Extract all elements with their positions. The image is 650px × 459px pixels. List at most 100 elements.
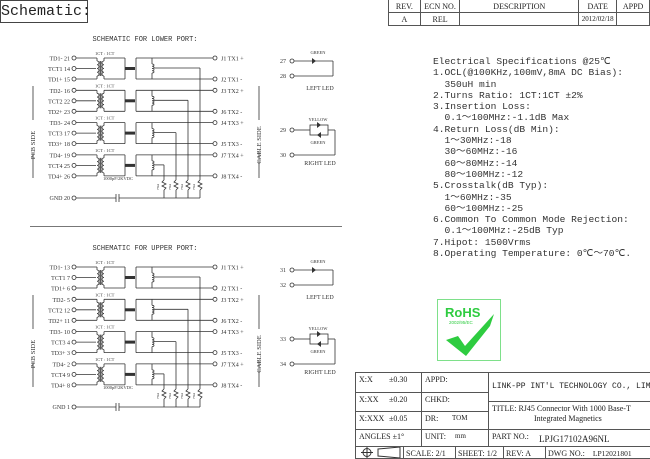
cable-pin-label: J1 TX1 +	[221, 57, 244, 63]
scale-value: 2/1	[435, 449, 446, 458]
unit-label: UNIT:	[425, 432, 446, 441]
led-diode-icon	[312, 267, 316, 273]
pcb-pin-label: TD1- 13	[50, 266, 71, 272]
pcb-side-label: PCB SIDE	[30, 340, 37, 368]
tol-x: X:X	[359, 375, 373, 384]
led-color-label: GREEN	[311, 140, 327, 145]
spec-line: 30～60MHz:-16	[433, 146, 518, 158]
cable-pin-label: J5 TX3 -	[221, 351, 242, 357]
turns-ratio-label: 1CT : 1CT	[95, 148, 115, 153]
pcb-pin-label: TD3- 10	[50, 330, 71, 336]
section-divider	[30, 226, 342, 227]
spec-line: 60～100MHz:-25	[433, 202, 524, 214]
resistor-icon	[197, 179, 203, 191]
pcb-pin-label: TD1+ 6	[51, 287, 70, 293]
spec-line: 7.Hipot: 1500Vrms	[433, 236, 531, 248]
led-pin-label: 31	[280, 268, 286, 274]
center-tap-coil-icon	[151, 369, 155, 380]
spec-line: 1～60MHz:-35	[433, 191, 512, 203]
pin-terminal	[289, 152, 295, 158]
led-color-label: YELLOW	[309, 326, 329, 331]
spec-line: 4.Return Loss(dB Min):	[433, 123, 560, 135]
primary-coil-icon	[96, 366, 100, 383]
turns-ratio-label: 1CT : 1CT	[95, 51, 115, 56]
secondary-coil-icon	[101, 366, 105, 383]
capacitor-label: 1000pF/2KVDC	[103, 385, 133, 390]
led-color-label: GREEN	[311, 50, 327, 55]
pin-terminal	[71, 317, 77, 323]
cable-pin-label: J7 TX4 +	[221, 153, 244, 159]
turns-ratio-label: 1CT : 1CT	[95, 83, 115, 88]
pin-terminal	[71, 120, 77, 125]
pin-terminal	[289, 267, 295, 273]
secondary-coil-icon	[101, 269, 105, 286]
center-tap-coil-icon	[151, 304, 155, 315]
resistor-value: 75Ω	[180, 393, 184, 400]
spec-line: 3.Insertion Loss:	[433, 101, 531, 113]
center-tap-coil-icon	[151, 63, 155, 74]
schematic-title: SCHEMATIC FOR LOWER PORT:	[92, 36, 197, 44]
pin-terminal	[289, 336, 295, 342]
cable-pin-label: J7 TX4 +	[221, 362, 244, 368]
common-mode-choke-icon	[125, 99, 135, 103]
part-number: LPJG17102A96NL	[539, 434, 610, 444]
pcb-pin-label: TD3+ 18	[48, 142, 70, 148]
pin-terminal	[212, 317, 218, 323]
led-diode-icon	[317, 341, 321, 347]
tol-xx: X:XX	[359, 395, 379, 404]
pin-terminal	[212, 55, 218, 61]
spec-line: 350uH min	[433, 78, 497, 90]
center-tap-coil-icon	[151, 337, 155, 347]
cable-pin-label: J8 TX4 -	[221, 383, 242, 389]
col-rev: REV.	[388, 0, 421, 13]
spec-line: Electrical Specifications @25℃	[433, 56, 611, 67]
appd-value	[616, 12, 650, 26]
angles-value: ±1°	[392, 432, 405, 441]
cable-pin-label: J2 TX1 -	[221, 78, 242, 84]
projection-symbol-icon	[355, 446, 404, 459]
resistor-icon	[185, 388, 191, 400]
pcb-pin-label: TCT1 7	[51, 276, 70, 282]
schematic-title: SCHEMATIC FOR UPPER PORT:	[92, 245, 197, 253]
secondary-coil-icon	[101, 125, 105, 141]
pin-terminal	[71, 382, 77, 388]
resistor-value: 75Ω	[168, 393, 172, 400]
rohs-text: RoHS	[445, 305, 481, 320]
turns-ratio-label: 1CT : 1CT	[95, 116, 115, 121]
capacitor-label: 1000pF/2KVDC	[103, 176, 133, 181]
led-label: LEFT LED	[306, 86, 334, 92]
chkd-cell: CHKD:	[421, 392, 489, 412]
led-color-label: YELLOW	[309, 117, 329, 122]
pcb-pin-label: TD3- 24	[50, 121, 71, 127]
pcb-pin-label: TD2- 5	[53, 298, 71, 304]
led-diode-icon	[312, 58, 316, 64]
pcb-pin-label: TD4+ 8	[51, 383, 70, 389]
spec-line: 5.Crosstalk(dB Typ):	[433, 180, 549, 192]
pin-terminal	[71, 404, 77, 410]
pin-terminal	[71, 307, 77, 313]
resistor-value: 75Ω	[156, 393, 160, 400]
title-line-2: Integrated Magnetics	[534, 414, 602, 423]
primary-coil-icon	[96, 125, 100, 141]
company-name: LINK-PP INT'L TECHNOLOGY CO., LIMITED	[488, 372, 650, 402]
pcb-pin-label: TD3+ 3	[51, 351, 70, 357]
led-color-label: GREEN	[311, 349, 327, 354]
description-value	[459, 12, 580, 26]
resistor-value: 75Ω	[192, 393, 196, 400]
pin-terminal	[212, 152, 218, 158]
turns-ratio-label: 1CT : 1CT	[95, 325, 115, 330]
rohs-logo: RoHS 2002/95/EC	[437, 299, 501, 361]
resistor-icon	[185, 179, 191, 191]
cable-pin-label: J4 TX3 +	[221, 330, 244, 336]
pcb-pin-label: TD1- 21	[50, 57, 71, 63]
col-appd: APPD	[616, 0, 650, 13]
pin-terminal	[71, 371, 77, 377]
primary-coil-icon	[96, 157, 100, 174]
center-tap-coil-icon	[151, 272, 155, 283]
led-diode-icon	[317, 122, 321, 128]
pcb-pin-label: TD2+ 23	[48, 110, 70, 116]
turns-ratio-label: 1CT : 1CT	[95, 292, 115, 297]
common-mode-choke-icon	[125, 308, 135, 312]
